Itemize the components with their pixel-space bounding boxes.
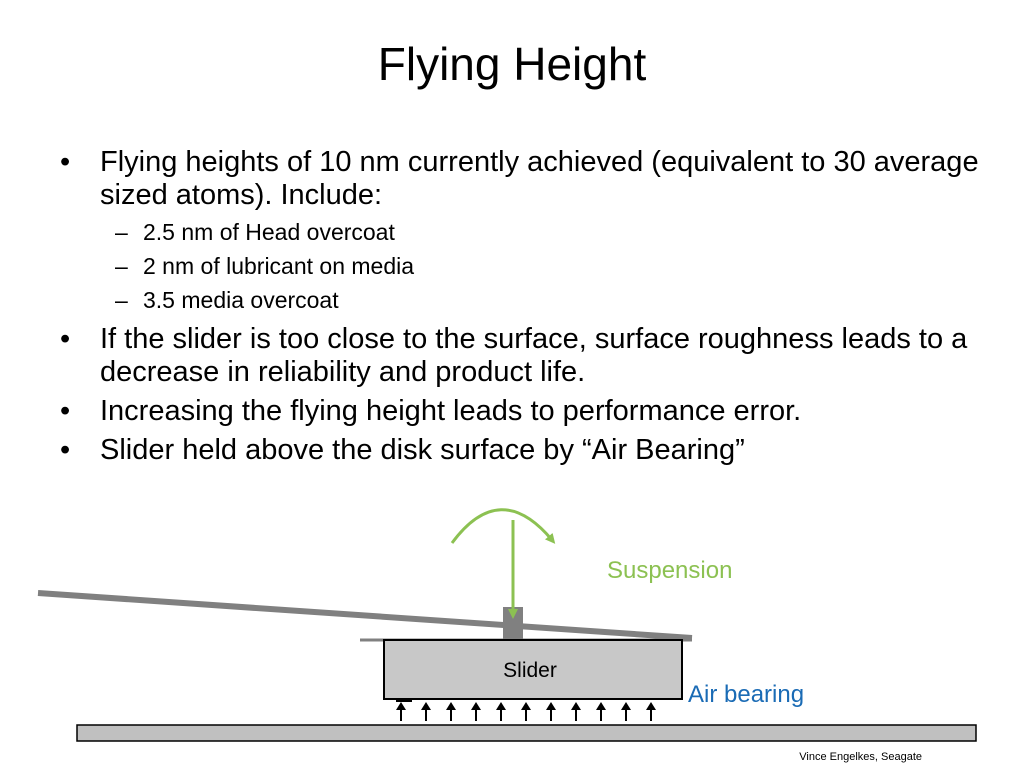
suspension-curved-arrow (450, 508, 556, 544)
slider-block (383, 639, 683, 700)
bullet-text: Slider held above the disk surface by “A… (100, 434, 745, 466)
sub-bullet-marker: – (115, 253, 128, 279)
sub-bullet-text: 2.5 nm of Head overcoat (143, 219, 395, 245)
sub-bullet-marker: – (115, 287, 128, 313)
slide-title: Flying Height (377, 38, 647, 90)
bullet-item: • If the slider is too close to the surf… (60, 323, 980, 389)
sub-bullet-list: – 2.5 nm of Head overcoat – 2 nm of lubr… (100, 215, 980, 317)
sub-bullet-item: – 3.5 media overcoat (100, 283, 980, 317)
bullet-marker: • (60, 323, 71, 355)
bullet-item: • Flying heights of 10 nm currently achi… (60, 146, 980, 317)
bullet-text: If the slider is too close to the surfac… (100, 323, 968, 388)
air-bearing-arrow (646, 702, 656, 721)
air-bearing-arrow (496, 702, 506, 721)
sub-bullet-item: – 2.5 nm of Head overcoat (100, 215, 980, 249)
bullet-text: Increasing the flying height leads to pe… (100, 395, 802, 427)
air-bearing-label: Air bearing (688, 681, 804, 708)
slide-footer: Vince Engelkes, Seagate (799, 751, 922, 763)
air-bearing-arrows (396, 702, 656, 721)
slider-label: Slider (503, 659, 557, 682)
air-bearing-arrow (621, 702, 631, 721)
bullet-item: • Slider held above the disk surface by … (60, 434, 980, 467)
sub-bullet-text: 2 nm of lubricant on media (143, 253, 415, 279)
disk-surface (76, 724, 977, 742)
bullet-marker: • (60, 395, 71, 427)
sub-bullet-marker: – (115, 219, 128, 245)
air-bearing-arrow (521, 702, 531, 721)
air-bearing-arrow (596, 702, 606, 721)
bullet-marker: • (60, 146, 71, 178)
suspension-label: Suspension (607, 557, 732, 584)
suspension-arm (37, 590, 693, 641)
bullet-marker: • (60, 434, 71, 466)
bullet-item: • Increasing the flying height leads to … (60, 395, 980, 428)
air-bearing-arrow (471, 702, 481, 721)
bullet-list: • Flying heights of 10 nm currently achi… (60, 146, 980, 473)
sub-bullet-text: 3.5 media overcoat (143, 287, 339, 313)
air-bearing-arrow (446, 702, 456, 721)
air-bearing-arrow (396, 702, 406, 721)
air-bearing-arrow (421, 702, 431, 721)
sub-bullet-item: – 2 nm of lubricant on media (100, 249, 980, 283)
air-bearing-arrow (571, 702, 581, 721)
air-bearing-arrow (546, 702, 556, 721)
bullet-text: Flying heights of 10 nm currently achiev… (100, 146, 979, 211)
